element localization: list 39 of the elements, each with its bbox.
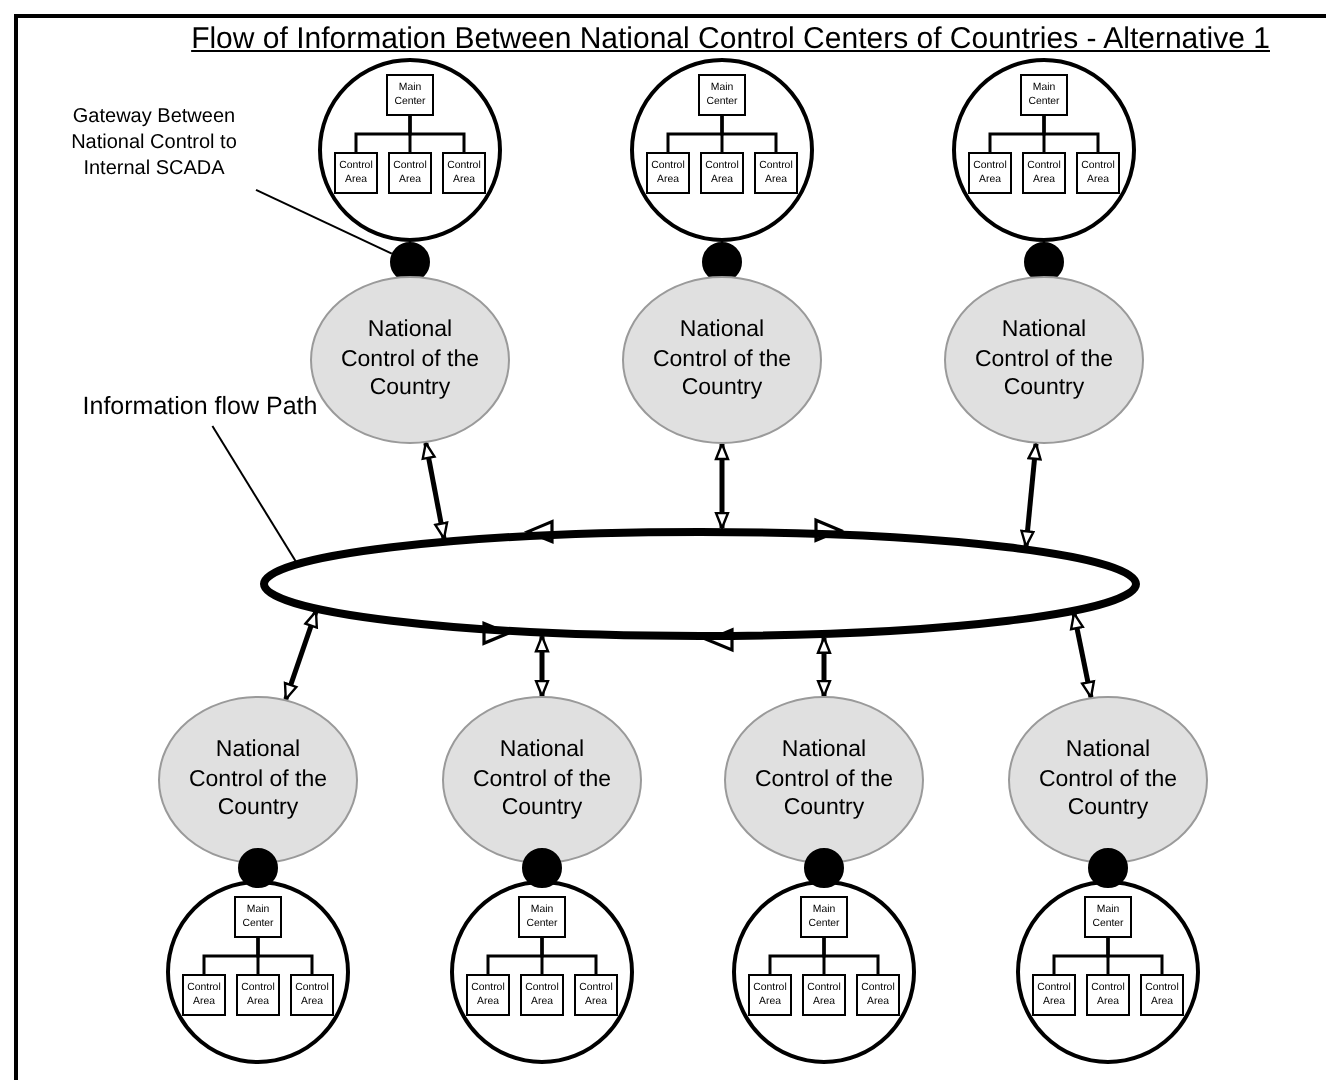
- gateway-dot: [1024, 242, 1064, 282]
- double-arrow: [714, 442, 730, 530]
- gateway-dot: [1088, 848, 1128, 888]
- double-arrow: [421, 441, 449, 540]
- connector-line: [822, 938, 880, 974]
- gateway-dot: [238, 848, 278, 888]
- connector-line: [408, 116, 466, 152]
- callout-label: Gateway Between National Control to Internal SCADA: [52, 92, 256, 192]
- org-chart-circle: [450, 880, 634, 1064]
- double-arrow: [1069, 612, 1096, 699]
- org-chart-circle: [732, 880, 916, 1064]
- information-ring: [260, 528, 1140, 640]
- connector-line: [540, 938, 598, 974]
- connector-line: [1106, 938, 1164, 974]
- gateway-dot: [522, 848, 562, 888]
- org-chart-circle: [630, 58, 814, 242]
- org-chart-circle: [318, 58, 502, 242]
- gateway-dot: [702, 242, 742, 282]
- double-arrow: [1020, 442, 1042, 548]
- double-arrow: [816, 636, 832, 698]
- diagram-title: Flow of Information Between National Control Centers of Countries - Alternative 1: [191, 22, 1270, 56]
- control-center-ellipse: National Control of the Country: [944, 276, 1144, 444]
- control-center-ellipse: National Control of the Country: [442, 696, 642, 864]
- double-arrow: [534, 635, 550, 698]
- leader-line: [211, 425, 297, 563]
- connector-line: [1042, 116, 1100, 152]
- control-center-ellipse: National Control of the Country: [724, 696, 924, 864]
- control-center-ellipse: National Control of the Country: [1008, 696, 1208, 864]
- org-chart-circle: [166, 880, 350, 1064]
- gateway-dot: [390, 242, 430, 282]
- org-chart-circle: [1016, 880, 1200, 1064]
- double-arrow: [283, 610, 319, 701]
- org-chart-circle: [952, 58, 1136, 242]
- control-center-ellipse: National Control of the Country: [158, 696, 358, 864]
- control-center-ellipse: National Control of the Country: [622, 276, 822, 444]
- connector-line: [256, 938, 314, 974]
- gateway-dot: [804, 848, 844, 888]
- connector-line: [720, 116, 778, 152]
- leader-line: [255, 188, 393, 255]
